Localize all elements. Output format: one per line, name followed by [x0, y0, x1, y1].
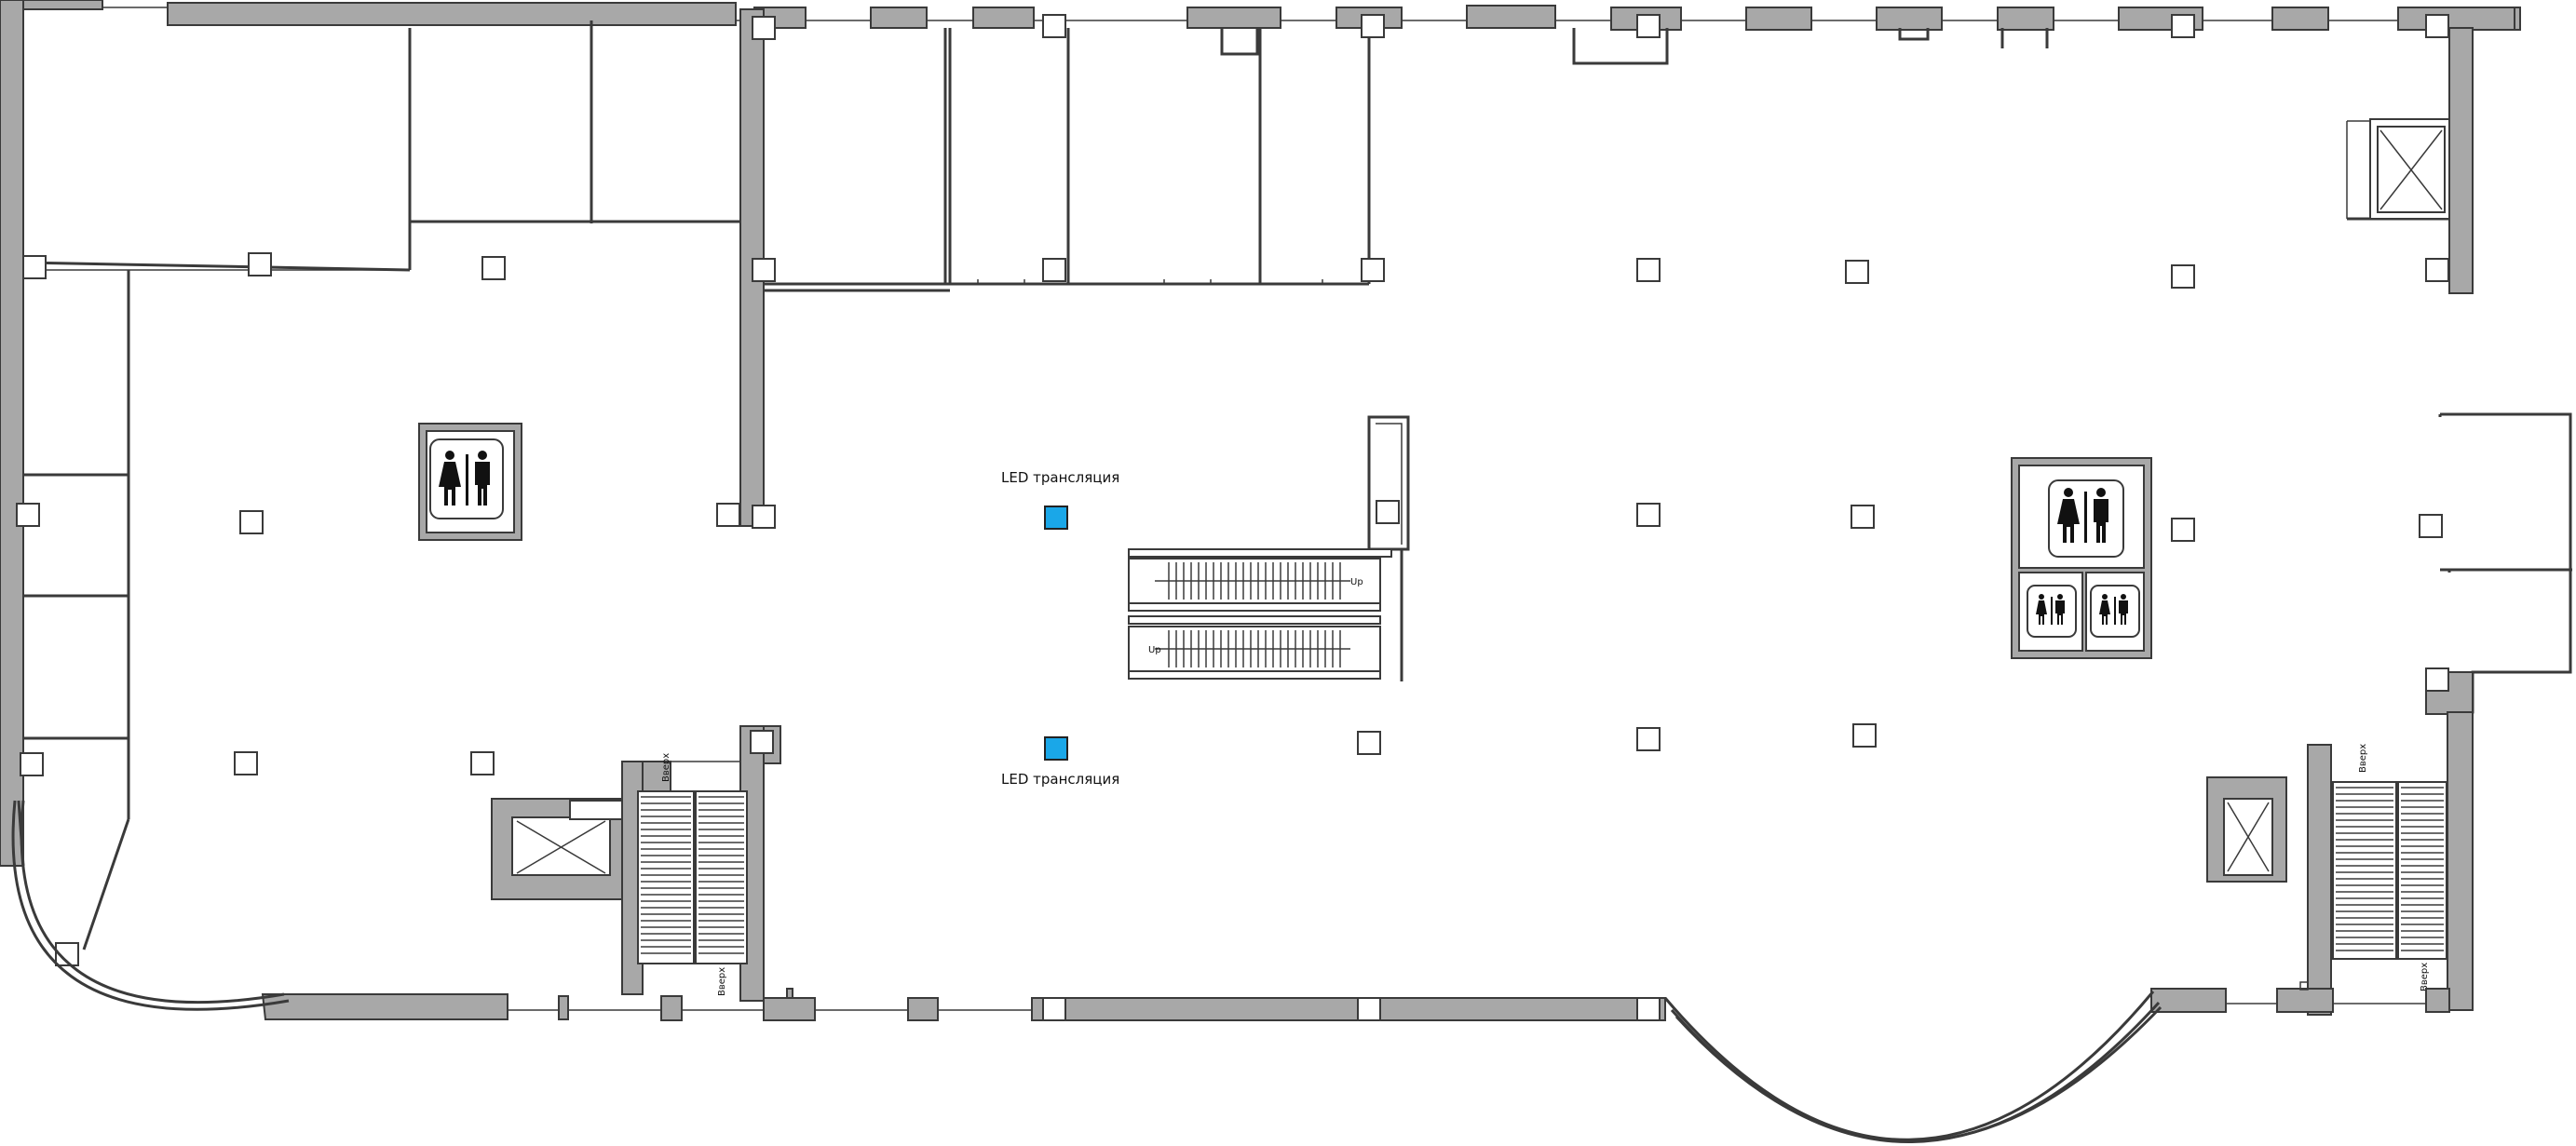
led-screen-bottom: LED трансляция: [1001, 736, 1119, 788]
stair-label-left-top: Вверх: [661, 753, 671, 782]
left-partitions: [22, 20, 740, 951]
escalator-label-lower: Up: [1148, 645, 1161, 655]
stair-label-right-bottom: Вверх: [2420, 963, 2430, 991]
restroom-icon: [2099, 594, 2128, 625]
stairs-left: Вверх Вверх: [491, 725, 781, 1002]
led-label-bottom: LED трансляция: [1001, 771, 1119, 788]
stair-steps-right: [2336, 787, 2444, 951]
escalator-label-upper: Up: [1350, 577, 1363, 587]
led-screen-icon: [1044, 736, 1068, 761]
restroom-right: [2011, 457, 2152, 659]
led-label-top: LED трансляция: [1001, 469, 1119, 486]
restroom-left: [418, 423, 522, 541]
restroom-icon: [2057, 488, 2108, 543]
stair-label-right-top: Вверх: [2358, 744, 2368, 773]
restroom-icon: [2036, 594, 2065, 625]
restroom-icon: [439, 451, 490, 506]
stair-label-left-bottom: Вверх: [717, 967, 727, 996]
escalator-icon: Up Up: [1128, 415, 1410, 681]
led-screen-icon: [1044, 506, 1068, 530]
stair-steps-left: [641, 796, 744, 954]
right-wall: [2346, 27, 2572, 1011]
led-screen-top: LED трансляция: [1001, 469, 1119, 530]
elevator-icon: [2369, 118, 2450, 220]
bottom-wall: [11, 800, 2450, 1143]
columns: [16, 14, 2449, 1021]
stairs-right: Вверх Вверх: [2206, 744, 2447, 1016]
